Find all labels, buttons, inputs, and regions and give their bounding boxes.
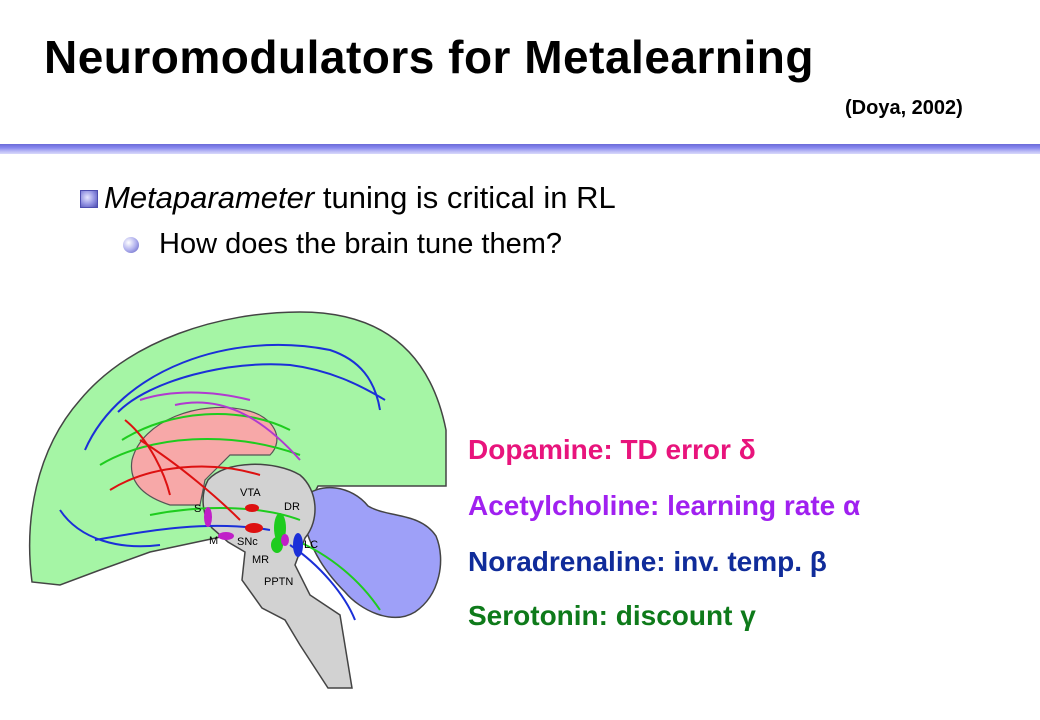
bullet-text: How does the brain tune them? — [159, 228, 563, 260]
round-bullet-icon — [123, 236, 139, 253]
label-pptn: PPTN — [264, 576, 293, 588]
label-dr: DR — [284, 501, 300, 513]
label-m: M — [209, 535, 218, 547]
bullet-rest: tuning is critical in RL — [322, 180, 616, 215]
s-nucleus — [204, 507, 212, 527]
bullet-level2: How does the brain tune them? — [123, 228, 562, 261]
citation: (Doya, 2002) — [845, 97, 963, 119]
brain-diagram: VTA DR S M SNc LC MR PPTN — [28, 311, 447, 689]
title-divider — [0, 144, 1040, 154]
label-lc: LC — [304, 539, 318, 551]
vta-nucleus — [245, 504, 259, 512]
bullet-emphasis: Metaparameter — [104, 180, 315, 215]
bullet-level1: Metaparameter tuning is critical in RL — [80, 180, 616, 216]
lc-nucleus — [293, 533, 303, 557]
label-snc: SNc — [237, 536, 258, 548]
dopamine-label: Dopamine: TD error δ — [468, 434, 756, 465]
square-bullet-icon — [80, 190, 98, 208]
noradrenaline-label: Noradrenaline: inv. temp. β — [468, 546, 827, 577]
cerebellum-region — [299, 486, 442, 619]
label-vta: VTA — [240, 487, 261, 499]
snc-nucleus — [245, 523, 263, 533]
mr-nucleus — [271, 537, 283, 553]
pptn-nucleus — [281, 534, 289, 546]
acetylcholine-label: Acetylcholine: learning rate α — [468, 490, 861, 521]
slide-title: Neuromodulators for Metalearning — [44, 31, 814, 83]
serotonin-label: Serotonin: discount γ — [468, 600, 756, 631]
label-s: S — [194, 503, 201, 515]
m-nucleus — [218, 532, 234, 540]
label-mr: MR — [252, 554, 269, 566]
